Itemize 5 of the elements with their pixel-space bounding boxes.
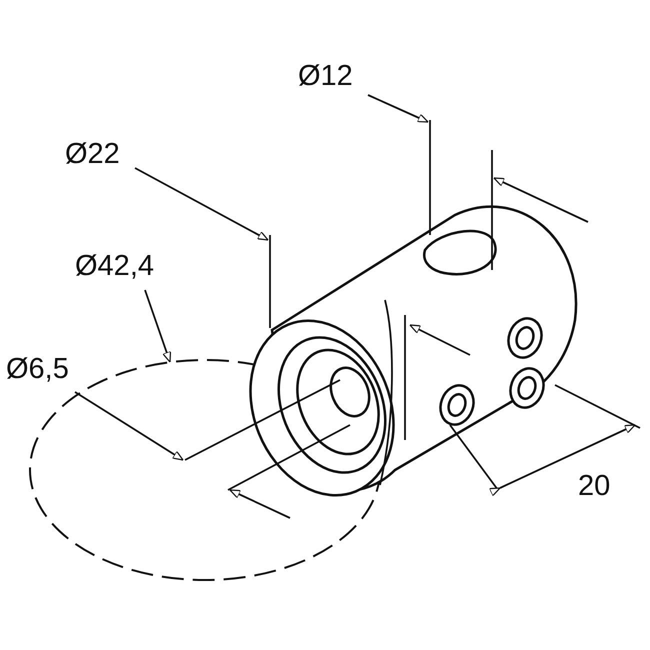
dimension-label: Ø6,5 [6, 355, 69, 384]
dimension-label: 20 [578, 472, 610, 501]
dimension-label: Ø22 [65, 140, 120, 169]
dimension-label: Ø12 [298, 62, 353, 91]
dimension-label: Ø42,4 [75, 252, 154, 281]
